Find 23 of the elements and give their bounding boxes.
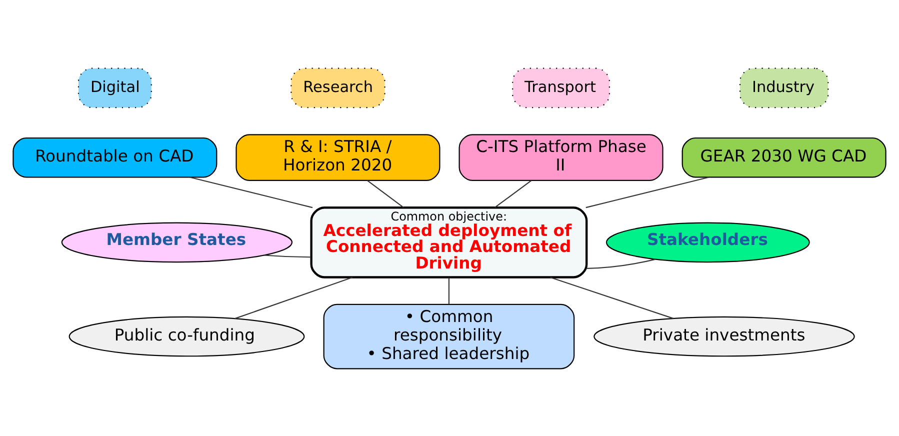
node-ellipse: Member States: [61, 222, 293, 262]
connector: [586, 176, 709, 208]
node-box: C-ITS Platform Phase II: [458, 134, 664, 180]
node-box: Industry: [739, 67, 829, 108]
connector: [448, 277, 450, 304]
connector: [367, 180, 404, 208]
node-ellipse: Stakeholders: [606, 222, 810, 262]
connector: [494, 180, 532, 208]
connector: [550, 276, 674, 318]
node-box: GEAR 2030 WG CAD: [682, 136, 886, 178]
node-ellipse: Private investments: [594, 316, 855, 356]
node-ellipse: Public co-funding: [68, 316, 305, 356]
connector: [190, 176, 313, 208]
node-box: Roundtable on CAD: [12, 136, 218, 178]
node-box: R & I: STRIA / Horizon 2020: [236, 134, 440, 180]
node-box: Common objective: Accelerated deployment of Connected and Automated Driving: [310, 206, 588, 278]
node-box: Research: [290, 67, 386, 108]
connector: [234, 276, 353, 319]
connector: [264, 254, 312, 258]
connector: [587, 258, 656, 268]
node-box: • Common responsibility • Shared leadership: [323, 303, 575, 369]
node-box: Digital: [78, 67, 152, 108]
node-box: Transport: [512, 67, 610, 108]
